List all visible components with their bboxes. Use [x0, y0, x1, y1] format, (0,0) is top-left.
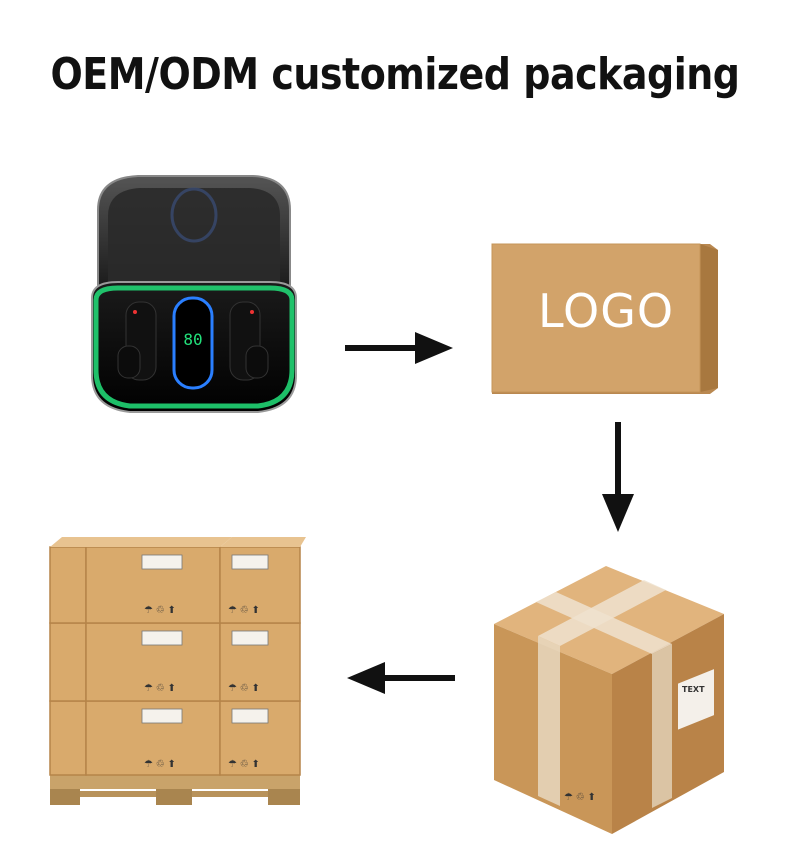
- svg-text:☂ ♲ ⬆: ☂ ♲ ⬆: [144, 759, 176, 770]
- shipping-box-image: TEXT ☂ ♲ ⬆: [494, 566, 724, 834]
- arrow-left-icon: [347, 662, 455, 694]
- arrow-down-icon: [602, 422, 634, 532]
- battery-display: 80: [183, 330, 202, 349]
- pallet-boxes-image: ☂ ♲ ⬆ ☂ ♲ ⬆ ☂ ♲ ⬆ ☂ ♲ ⬆ ☂ ♲ ⬆ ☂ ♲ ⬆: [49, 537, 306, 805]
- svg-text:☂ ♲ ⬆: ☂ ♲ ⬆: [228, 759, 260, 770]
- svg-text:☂ ♲ ⬆: ☂ ♲ ⬆: [228, 605, 260, 616]
- arrow-right-icon: [345, 332, 453, 364]
- earbuds-case-image: 80: [91, 175, 297, 413]
- box-label-text: TEXT: [682, 685, 705, 694]
- page-title: OEM/ODM customized packaging: [50, 48, 740, 100]
- svg-text:☂ ♲ ⬆: ☂ ♲ ⬆: [144, 605, 176, 616]
- svg-text:☂ ♲ ⬆: ☂ ♲ ⬆: [144, 683, 176, 694]
- logo-box-image: [491, 243, 718, 394]
- svg-text:☂ ♲ ⬆: ☂ ♲ ⬆: [564, 792, 596, 803]
- glow-ring: [93, 285, 295, 409]
- logo-text: LOGO: [538, 284, 675, 338]
- svg-text:☂ ♲ ⬆: ☂ ♲ ⬆: [228, 683, 260, 694]
